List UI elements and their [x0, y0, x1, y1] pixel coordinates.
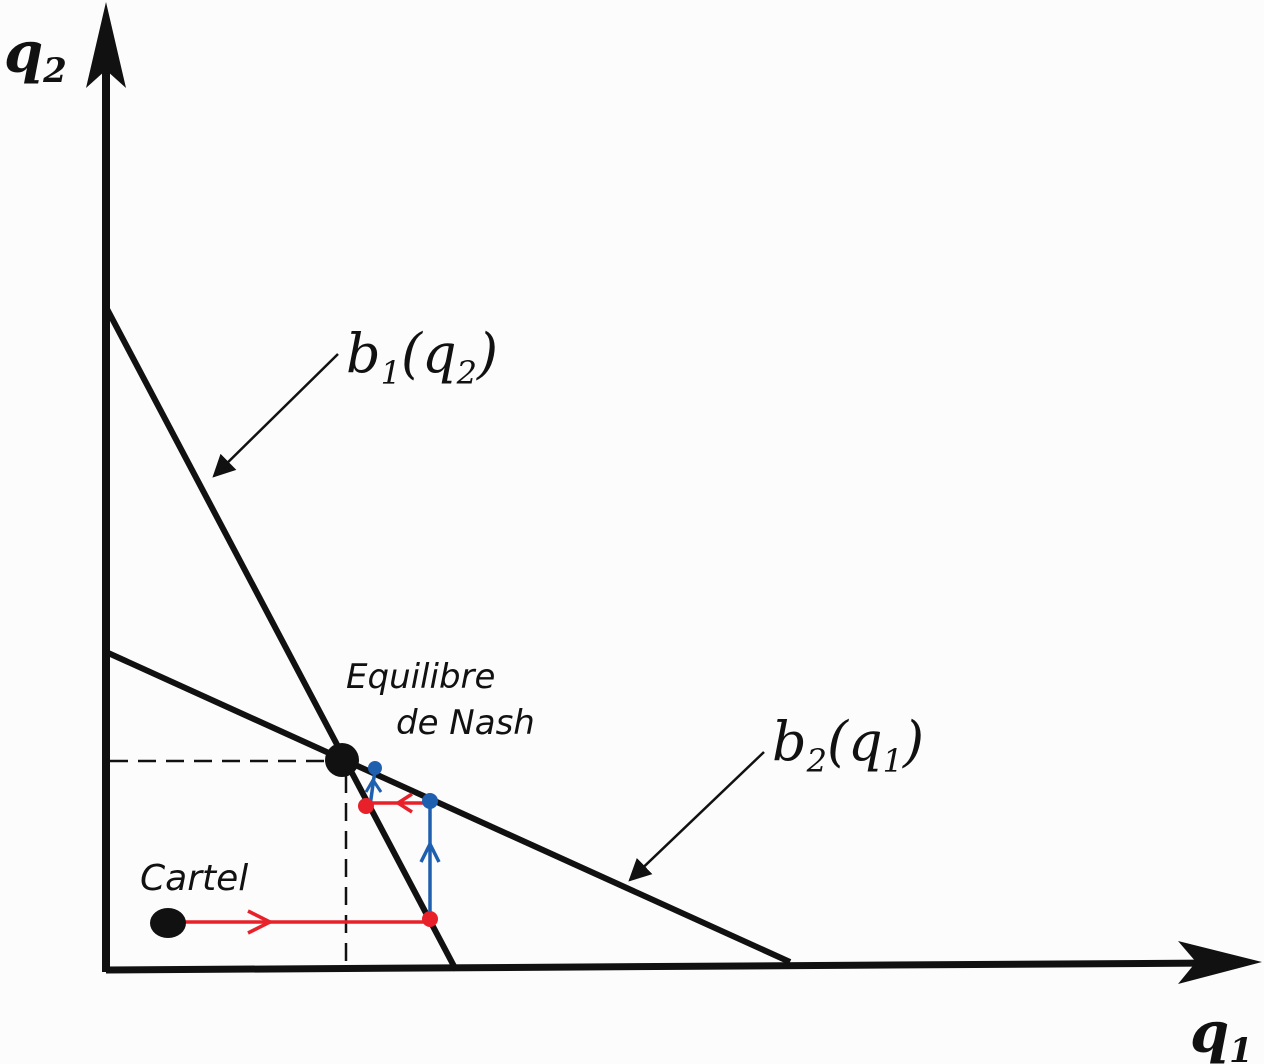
nash-equilibrium-point: [325, 743, 359, 777]
b2-best-response-line: [104, 649, 792, 965]
b1-pointer-arrow: [212, 353, 339, 478]
x-axis-arrowhead-icon: [1178, 941, 1262, 984]
blue-arrow-icon: [364, 777, 383, 793]
red-arrow-icon: [247, 909, 274, 935]
b1-curve-label: b1(q2): [346, 322, 498, 392]
y-axis-arrowhead-icon: [86, 2, 126, 88]
nash-label-line-2: de Nash: [396, 703, 535, 743]
blue-arrow-icon: [419, 840, 441, 863]
nash-label-line-1: Equilibre: [346, 657, 495, 697]
red-arrow-icon: [394, 792, 413, 814]
x-axis: [105, 959, 1216, 974]
adjust-point: [422, 911, 438, 927]
b2-curve-label: b2(q1): [772, 710, 924, 780]
b1-best-response-line: [103, 305, 459, 972]
x-axis-label: q1: [1190, 1000, 1253, 1064]
adjust-point: [358, 798, 374, 814]
cartel-label: Cartel: [140, 858, 248, 899]
b2-pointer-arrow: [628, 751, 765, 882]
adjust-point: [422, 793, 438, 809]
y-axis-label: q2: [4, 20, 67, 91]
cartel-point: [150, 908, 186, 938]
adjust-point: [368, 761, 382, 775]
